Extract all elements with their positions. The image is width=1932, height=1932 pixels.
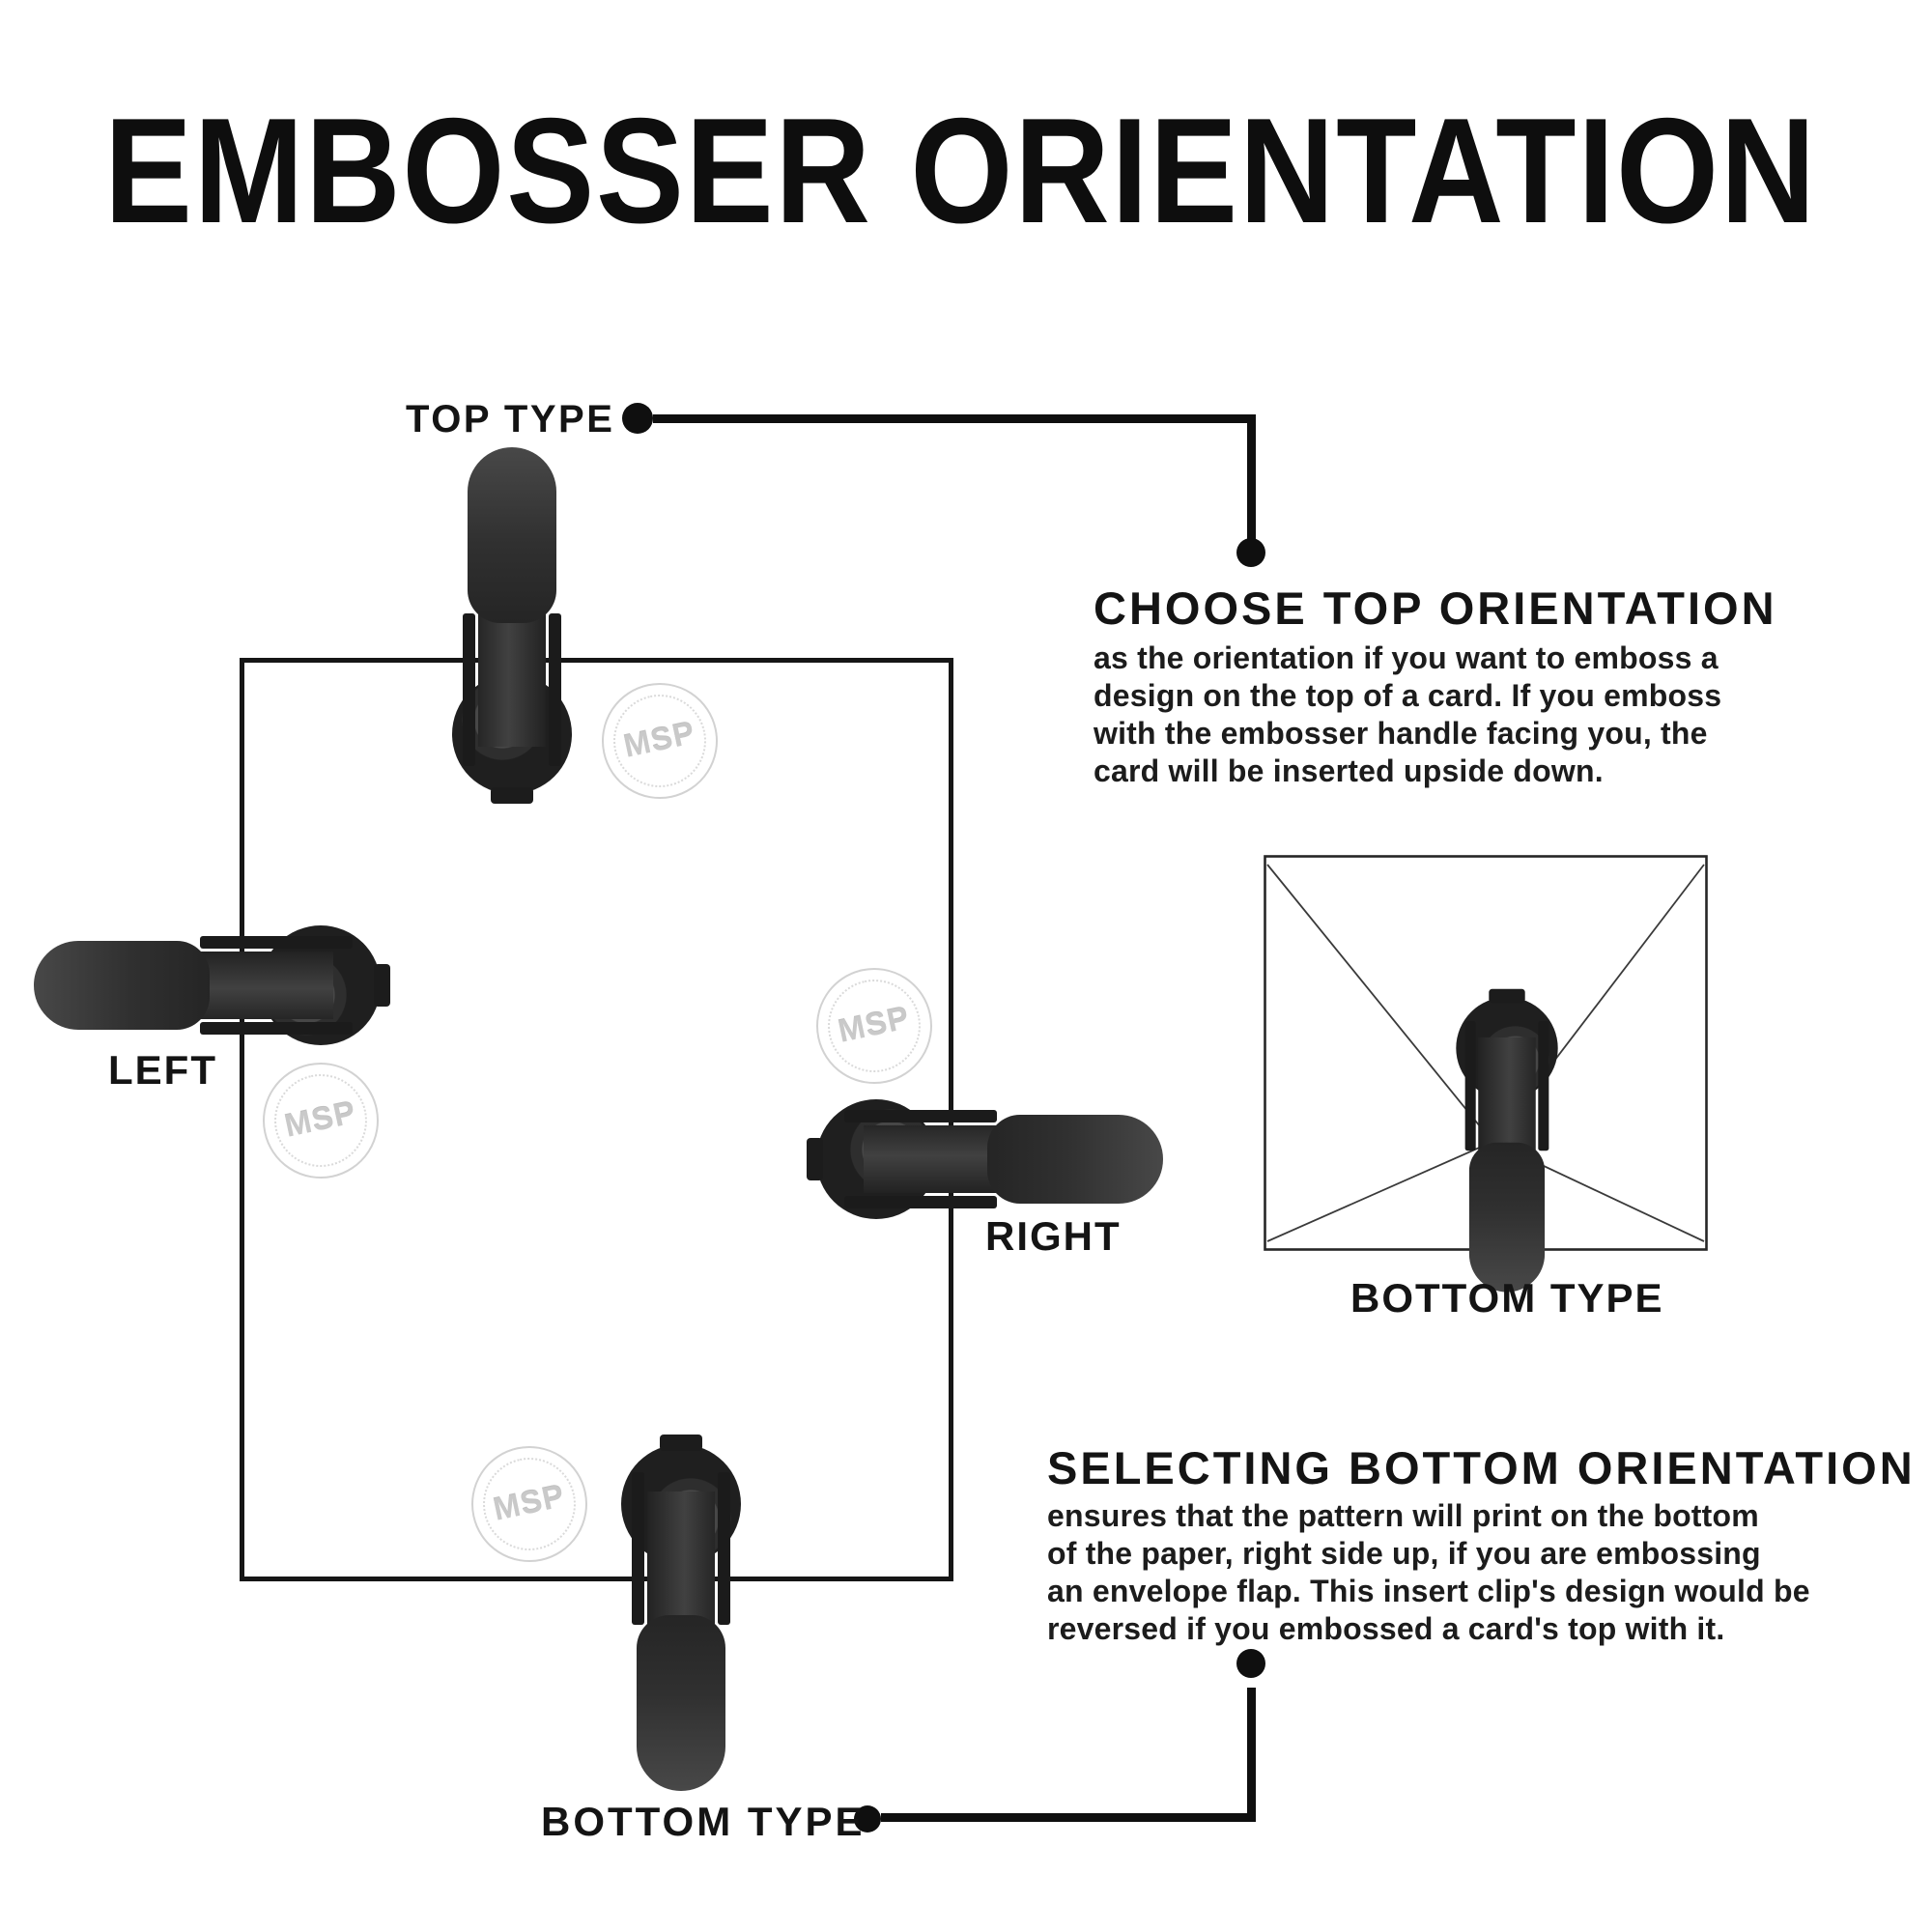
embosser-logo-tab [374,964,390,1007]
embosser-handle-grip [468,447,556,623]
choose-top-paragraph: as the orientation if you want to emboss… [1094,639,1721,790]
embosser-handle-grip [987,1115,1163,1204]
embosser-logo-tab [1489,988,1525,1004]
embosser-logo-tab [660,1435,702,1451]
connector-dot [622,403,653,434]
connector-dot [1236,1649,1265,1678]
embosser-bottom [609,1424,753,1791]
label-left: LEFT [108,1047,217,1093]
page-title: EMBOSSER ORIENTATION [104,87,1818,254]
embosser-clamp-arm [1464,1020,1476,1151]
connector-line-vertical [1247,1688,1256,1822]
paragraph-line: ensures that the pattern will print on t… [1047,1498,1759,1533]
paragraph-line: of the paper, right side up, if you are … [1047,1536,1761,1571]
label-top-type: TOP TYPE [406,398,615,440]
label-bottom-type: BOTTOM TYPE [541,1799,866,1844]
embosser-handle-grip [1468,1142,1546,1293]
paragraph-line: an envelope flap. This insert clip's des… [1047,1574,1810,1608]
selecting-bottom-heading: SELECTING BOTTOM ORIENTATION [1047,1442,1916,1493]
embosser-logo-tab [807,1138,823,1180]
embosser-logo-tab [491,787,533,804]
connector-dot [1236,538,1265,567]
embosser-handle-grip [637,1615,725,1791]
paragraph-line: reversed if you embossed a card's top wi… [1047,1611,1725,1646]
choose-top-heading: CHOOSE TOP ORIENTATION [1094,582,1777,634]
embosser-clamp-arm [200,936,353,949]
embosser-clamp-arm [200,1022,353,1035]
embosser-clamp-arm [549,613,561,766]
connector-line-horizontal [653,414,1256,423]
embosser-clamp-arm [632,1472,644,1625]
label-right: RIGHT [985,1213,1122,1259]
envelope-flap-line-left [1266,864,1493,1143]
connector-line-vertical [1247,414,1256,540]
connector-dot [854,1805,881,1833]
embosser-clamp-arm [844,1196,997,1208]
embosser-clamp-arm [718,1472,730,1625]
embosser-clamp-arm [844,1110,997,1122]
paragraph-line: as the orientation if you want to emboss… [1094,640,1719,675]
embosser-left [34,913,401,1058]
label-envelope-bottom-type: BOTTOM TYPE [1350,1275,1664,1321]
selecting-bottom-paragraph: ensures that the pattern will print on t… [1047,1497,1810,1648]
embosser-handle-grip [34,941,210,1030]
paragraph-line: card will be inserted upside down. [1094,753,1604,788]
embosser-clamp-arm [463,613,475,766]
embosser-top [440,447,584,814]
connector-line-horizontal [881,1813,1256,1822]
paragraph-line: design on the top of a card. If you embo… [1094,678,1722,713]
paragraph-line: with the embosser handle facing you, the [1094,716,1708,751]
envelope-fold-line-left [1266,1141,1493,1242]
embosser-clamp-arm [1538,1020,1549,1151]
embosser-on-envelope [1445,980,1569,1293]
embosser-right [796,1087,1163,1232]
